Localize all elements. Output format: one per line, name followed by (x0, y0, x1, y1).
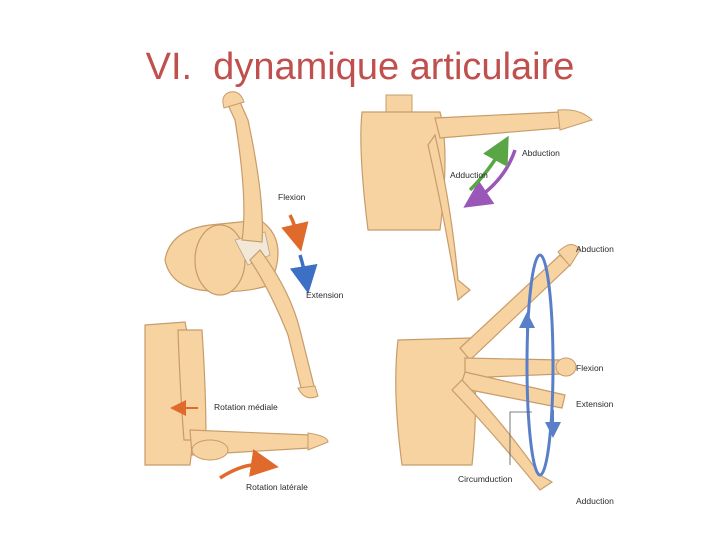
arm-adduction-circ (451, 379, 554, 491)
flexion-arrow (281, 214, 309, 252)
arm-abducted (434, 111, 561, 139)
label-adduction-circ: Adduction (576, 496, 614, 506)
panel-rotation: Rotation médiale Rotation latérale (144, 321, 329, 492)
panel-flexion-extension: Flexion Extension (164, 91, 344, 399)
label-adduction-top: Adduction (450, 170, 488, 180)
hand-raised (222, 91, 245, 109)
adduction-arrow (463, 149, 517, 208)
label-rotation-laterale: Rotation latérale (246, 482, 308, 492)
hand-forward (307, 432, 329, 451)
hand-abducted (557, 109, 593, 131)
illustration-canvas: Flexion Extension Abduction Adduction Ro… (144, 91, 614, 506)
hand-down (297, 385, 319, 399)
shoulder-movements-illustration: Flexion Extension Abduction Adduction Ro… (140, 90, 630, 520)
panel-circumduction: Abduction Flexion Extension Circumductio… (395, 244, 614, 506)
hand-flexion-circ (555, 357, 577, 377)
arm-flexion (227, 101, 264, 243)
head-top-view (194, 224, 246, 296)
label-rotation-mediale: Rotation médiale (214, 402, 278, 412)
hand-abduction-circ (557, 244, 581, 267)
panel-abduction-adduction: Abduction Adduction (360, 94, 593, 302)
upper-arm-side (177, 329, 207, 441)
abduction-arrow (468, 135, 509, 192)
arm-adducted (427, 133, 471, 302)
label-abduction-circ: Abduction (576, 244, 614, 254)
label-abduction-top: Abduction (522, 148, 560, 158)
circumduction-ring (525, 253, 555, 477)
label-flexion: Flexion (278, 192, 306, 202)
neck (385, 94, 413, 114)
label-extension: Extension (306, 290, 344, 300)
circumduction-leader (509, 411, 532, 465)
extension-arrow (289, 254, 318, 294)
label-extension-circ: Extension (576, 399, 614, 409)
label-flexion-circ: Flexion (576, 363, 604, 373)
slide-title: VI. dynamique articulaire (145, 46, 575, 88)
rotation-laterale-arrow (219, 449, 279, 480)
hand-medial (191, 439, 229, 461)
label-circumduction: Circumduction (458, 474, 513, 484)
torso-front (360, 111, 446, 231)
